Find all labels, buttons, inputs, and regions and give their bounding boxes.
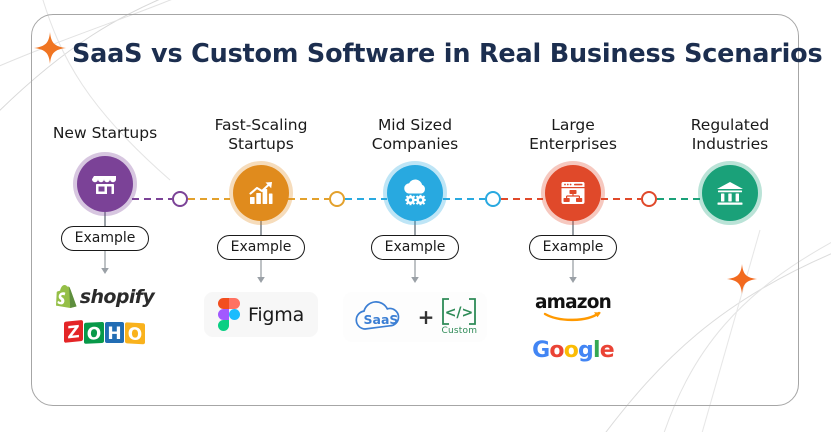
- growth-chart-icon: [249, 182, 273, 204]
- example-pill[interactable]: Example: [370, 235, 460, 260]
- svg-text:Z: Z: [67, 322, 79, 343]
- amazon-swoosh-icon: [543, 311, 601, 322]
- plus-sign: +: [417, 305, 435, 329]
- saas-plus-custom-logo: SaaS + </> Custom: [342, 292, 488, 342]
- figma-wordmark: Figma: [247, 303, 305, 326]
- figma-mark-icon: [217, 298, 240, 331]
- svg-text:O: O: [128, 324, 142, 345]
- column-mid-sized-companies: Mid Sized Companies: [335, 116, 495, 342]
- arrow-down-icon: [569, 260, 577, 283]
- cloud-gears-icon-circle[interactable]: [383, 161, 447, 225]
- logo-group: amazon Google: [493, 292, 653, 365]
- example-pill[interactable]: Example: [528, 235, 618, 260]
- column-fast-scaling-startups: Fast-Scaling Startups Example: [181, 116, 341, 337]
- amazon-wordmark: amazon: [534, 292, 612, 313]
- storefront-icon-circle[interactable]: [73, 152, 137, 216]
- svg-text:O: O: [87, 324, 101, 345]
- example-pill[interactable]: Example: [60, 226, 150, 251]
- cloud-gears-icon: [403, 178, 426, 205]
- column-heading: New Startups: [52, 124, 158, 142]
- column-heading: Regulated Industries: [690, 116, 770, 153]
- enterprise-network-icon-circle[interactable]: [541, 161, 605, 225]
- custom-label: Custom: [441, 326, 478, 336]
- shopify-bag-icon: [55, 285, 77, 308]
- arrow-down-icon: [411, 260, 419, 283]
- main-card: [31, 14, 799, 406]
- connector-line: [414, 221, 416, 235]
- logo-group: Figma: [181, 292, 341, 337]
- column-heading: Fast-Scaling Startups: [214, 116, 308, 153]
- bank-building-icon: [717, 182, 743, 205]
- enterprise-network-icon: [561, 182, 585, 204]
- custom-code-icon: </>: [442, 298, 477, 325]
- growth-chart-icon-circle[interactable]: [229, 161, 293, 225]
- logo-group: shopify Z O H O: [25, 283, 185, 348]
- figma-logo: Figma: [203, 292, 319, 337]
- bank-building-icon-circle[interactable]: [698, 161, 762, 225]
- page-title: SaaS vs Custom Software in Real Business…: [72, 39, 823, 69]
- column-regulated-industries: Regulated Industries: [650, 116, 810, 225]
- logo-group: SaaS + </> Custom: [335, 292, 495, 342]
- zoho-wordmark: Z O H O: [64, 320, 145, 345]
- svg-text:H: H: [107, 324, 121, 344]
- column-heading: Large Enterprises: [529, 116, 617, 153]
- saas-cloud-icon: SaaS: [355, 301, 399, 330]
- storefront-icon: [92, 176, 116, 194]
- connector-line: [260, 221, 262, 235]
- zoho-logo: Z O H O: [57, 316, 153, 348]
- column-new-startups: New Startups Example: [25, 124, 185, 348]
- svg-text:</>: </>: [445, 305, 474, 321]
- column-large-enterprises: Large Enterprises: [493, 116, 653, 365]
- example-pill[interactable]: Example: [216, 235, 306, 260]
- google-wordmark: Google: [532, 338, 615, 363]
- arrow-down-icon: [101, 251, 109, 274]
- shopify-logo: shopify: [49, 283, 161, 311]
- shopify-wordmark: shopify: [79, 286, 155, 308]
- svg-text:SaaS: SaaS: [363, 312, 398, 327]
- connector-line: [572, 221, 574, 235]
- google-logo: Google: [526, 336, 620, 365]
- amazon-logo: amazon: [528, 292, 618, 324]
- column-heading: Mid Sized Companies: [371, 116, 459, 153]
- connector-line: [104, 212, 106, 226]
- arrow-down-icon: [257, 260, 265, 283]
